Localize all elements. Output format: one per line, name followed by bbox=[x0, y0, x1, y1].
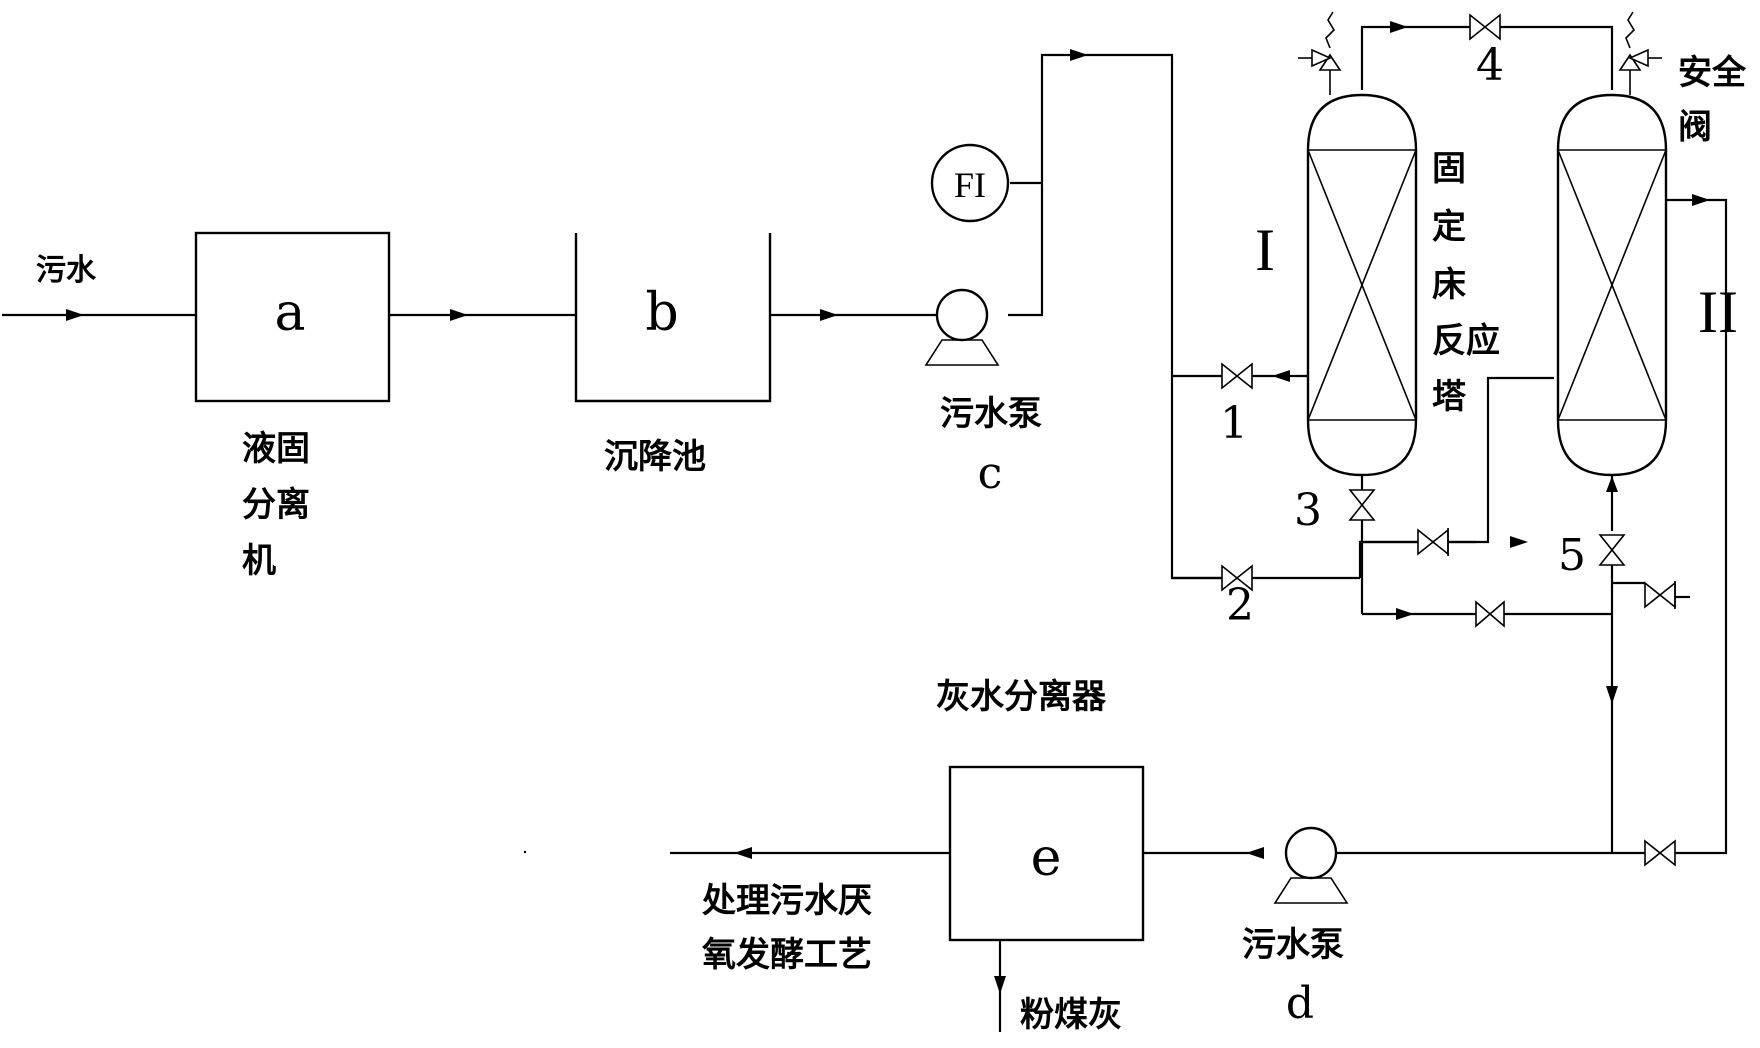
valve-4 bbox=[1469, 13, 1501, 41]
valve-bypass-top bbox=[1417, 528, 1449, 556]
arrow-tower2-in bbox=[1510, 536, 1528, 548]
arrow-manifold bbox=[1396, 608, 1414, 620]
reactor-tower-2: II bbox=[1556, 93, 1738, 477]
svg-text:a: a bbox=[274, 283, 305, 343]
safety-valve-label-1: 安全 bbox=[1678, 53, 1747, 93]
safety-valve-1 bbox=[1298, 11, 1342, 95]
separator-name: 灰水分离器 bbox=[936, 677, 1107, 717]
pump-d-letter: d bbox=[1286, 978, 1314, 1029]
unit-a-name-1: 液固 bbox=[242, 429, 310, 469]
unit-e-ash-water-separator: e bbox=[948, 765, 1145, 942]
arrow-tower2-bottom bbox=[1606, 476, 1618, 492]
valve-2-label: 2 bbox=[1226, 580, 1254, 631]
valve-bypass-bottom bbox=[1475, 600, 1505, 628]
arrow-tower2-out bbox=[1692, 194, 1710, 206]
flow-indicator: FI bbox=[930, 143, 1010, 223]
arrow-inlet bbox=[66, 309, 84, 321]
outlet-label-1: 处理污水厌 bbox=[701, 881, 872, 921]
reactor-name-2: 定 bbox=[1432, 207, 1466, 247]
arrow-top-valve4 bbox=[1390, 21, 1408, 33]
valve-5 bbox=[1598, 534, 1626, 566]
valve-drain bbox=[1644, 581, 1676, 609]
reactor-name-1: 固 bbox=[1432, 149, 1466, 189]
stray-dot bbox=[523, 850, 527, 854]
valve-4-label: 4 bbox=[1476, 40, 1504, 91]
arrow-tower1-in bbox=[1272, 370, 1290, 382]
svg-text:FI: FI bbox=[954, 165, 986, 205]
pump-c bbox=[924, 288, 1000, 366]
pump-c-name: 污水泵 bbox=[940, 394, 1042, 434]
pump-d-name: 污水泵 bbox=[1242, 925, 1344, 965]
valve-3-label: 3 bbox=[1294, 485, 1322, 536]
arrow-d-to-e bbox=[1246, 847, 1264, 859]
svg-text:e: e bbox=[1031, 828, 1062, 888]
unit-b-settling-tank: b bbox=[574, 233, 772, 403]
arrow-down-to-d bbox=[1606, 686, 1618, 704]
valve-2 bbox=[1221, 564, 1253, 592]
flow-arrows bbox=[66, 21, 1710, 994]
valve-1 bbox=[1221, 362, 1253, 390]
reactor-name-5: 塔 bbox=[1432, 377, 1467, 417]
arrow-top-pipe bbox=[1070, 49, 1088, 61]
safety-valve-2 bbox=[1618, 11, 1662, 95]
safety-valve-label-2: 阀 bbox=[1678, 107, 1712, 147]
reactor-name-3: 床 bbox=[1432, 265, 1466, 305]
arrow-outlet bbox=[734, 847, 752, 859]
unit-a-name-2: 分离 bbox=[242, 485, 310, 525]
svg-text:b: b bbox=[645, 283, 678, 343]
valve-return bbox=[1644, 839, 1676, 867]
valve-5-label: 5 bbox=[1558, 530, 1586, 581]
flyash-label: 粉煤灰 bbox=[1020, 995, 1122, 1035]
valve-3 bbox=[1348, 489, 1376, 521]
valves bbox=[1221, 13, 1676, 867]
inlet-label: 污水 bbox=[36, 253, 97, 288]
unit-a-separator: a bbox=[194, 231, 391, 403]
svg-text:II: II bbox=[1698, 279, 1738, 345]
pump-c-letter: c bbox=[978, 448, 1003, 499]
arrow-a-b bbox=[450, 309, 468, 321]
outlet-label-2: 氧发酵工艺 bbox=[702, 935, 872, 975]
svg-text:I: I bbox=[1255, 217, 1275, 283]
labels: 污水 液固 分离 机 沉降池 污水泵 c 1 2 3 4 5 固 定 床 反应 … bbox=[36, 40, 1747, 1035]
arrow-flyash bbox=[994, 976, 1006, 994]
unit-a-name-3: 机 bbox=[242, 541, 276, 581]
pump-d bbox=[1273, 826, 1349, 904]
reactor-name-4: 反应 bbox=[1432, 321, 1500, 361]
unit-b-name: 沉降池 bbox=[604, 437, 706, 477]
pipes bbox=[2, 25, 1728, 1032]
arrow-b-c bbox=[820, 309, 838, 321]
valve-1-label: 1 bbox=[1220, 398, 1248, 449]
reactor-tower-1: I bbox=[1255, 93, 1418, 477]
